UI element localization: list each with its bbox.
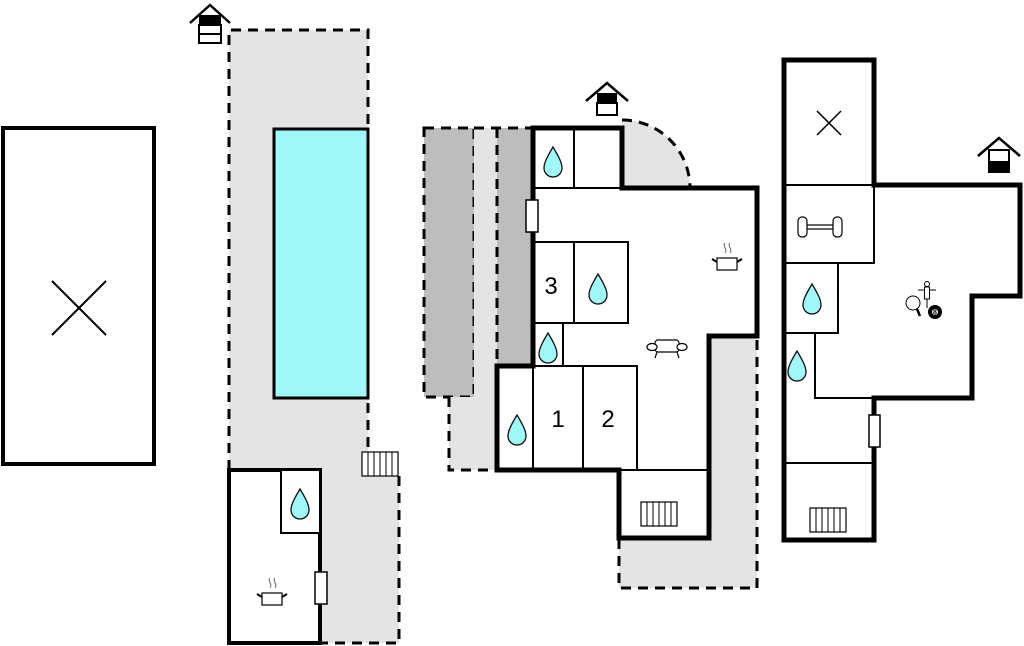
stairs-icon [640, 501, 678, 527]
pool-house [227, 468, 328, 645]
stairs-icon [361, 451, 399, 477]
pool [272, 127, 370, 400]
stairs-icon [809, 507, 847, 533]
basement-building: 8 [781, 57, 1023, 543]
bedroom-3-label: 3 [544, 273, 557, 300]
door [868, 414, 881, 448]
cross-icon [816, 110, 842, 136]
bedroom-1-label: 1 [551, 406, 564, 433]
annex-building [1, 126, 156, 466]
games-icon: 8 [905, 281, 942, 319]
house-icon [189, 3, 231, 44]
sofa-icon [646, 339, 688, 359]
entrance-house-icon [585, 81, 629, 116]
bedroom-2-label: 2 [601, 406, 614, 433]
door [525, 199, 539, 233]
door [314, 571, 328, 605]
billiard-ball-number: 8 [933, 310, 937, 317]
dumbbell-icon [797, 216, 843, 238]
cross-icon [51, 280, 107, 336]
entrance-house-icon [977, 136, 1021, 173]
main-building: 3 1 2 [422, 118, 760, 590]
